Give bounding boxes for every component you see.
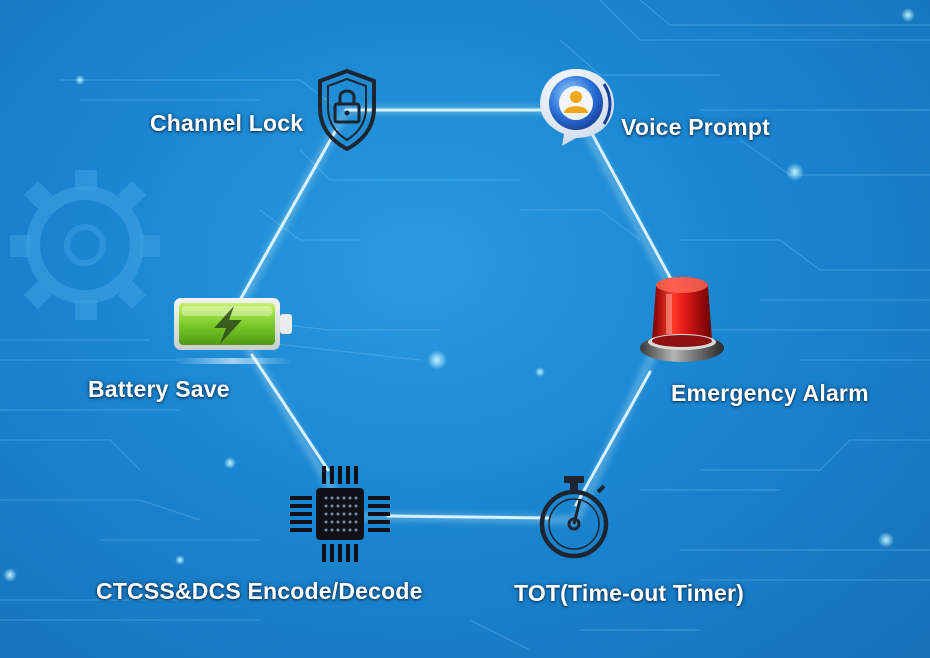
battery-save-label: Battery Save bbox=[88, 376, 230, 402]
chip-icon bbox=[290, 466, 390, 562]
stopwatch-icon bbox=[539, 476, 609, 559]
channel-lock-label: Channel Lock bbox=[150, 110, 304, 136]
battery-icon bbox=[174, 298, 292, 364]
voice-prompt-label: Voice Prompt bbox=[621, 114, 770, 140]
voice-prompt-icon bbox=[540, 69, 614, 146]
tot-label: TOT(Time-out Timer) bbox=[514, 580, 744, 606]
ctcss-dcs-label: CTCSS&DCS Encode/Decode bbox=[96, 578, 423, 604]
emergency-alarm-label: Emergency Alarm bbox=[671, 380, 869, 406]
shield-lock-icon bbox=[318, 68, 376, 152]
alarm-beacon-icon bbox=[640, 277, 724, 362]
